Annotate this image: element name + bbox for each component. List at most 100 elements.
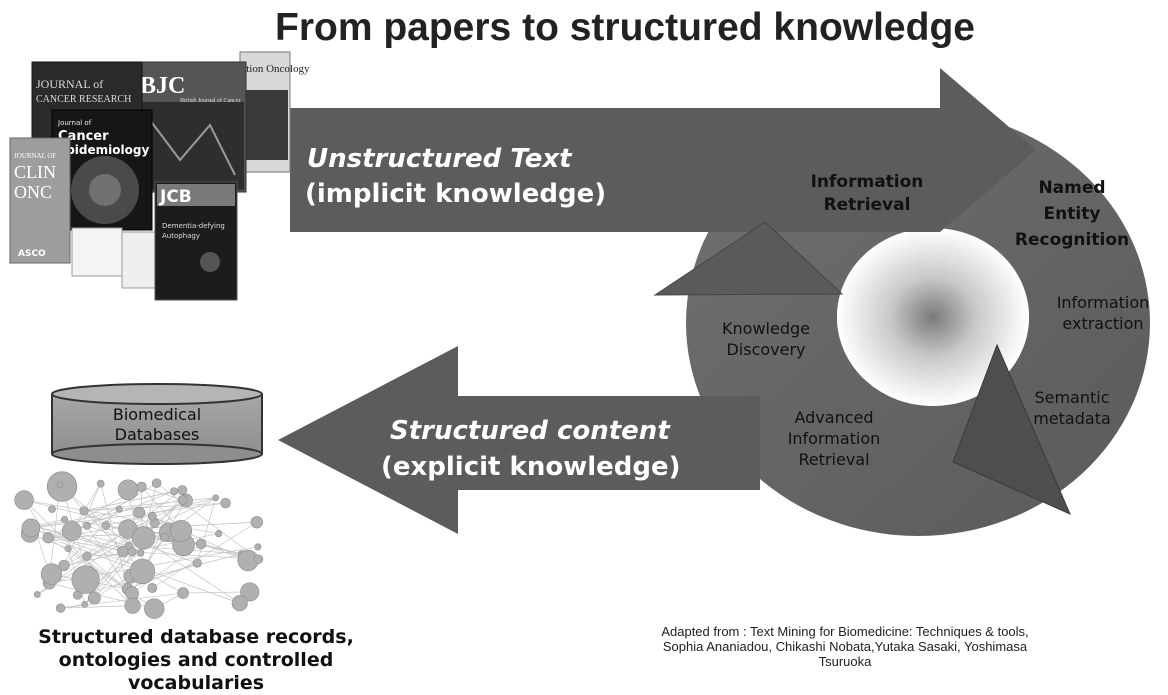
network-node bbox=[129, 558, 156, 585]
cycle-label-line: Information bbox=[1057, 293, 1150, 312]
citation-line: Adapted from : Text Mining for Biomedici… bbox=[661, 624, 1029, 639]
network-node bbox=[61, 521, 82, 542]
network-edge bbox=[60, 605, 133, 609]
cycle-label-line: Semantic bbox=[1034, 388, 1109, 407]
cycle-label-line: extraction bbox=[1062, 314, 1143, 333]
clin-onc-cover: JOURNAL OF CLIN ONC ASCO bbox=[9, 137, 71, 264]
cycle-hub bbox=[837, 228, 1029, 406]
cover-title-line: JOURNAL OF bbox=[14, 152, 56, 160]
asco-logo: ASCO bbox=[18, 249, 46, 259]
network-node bbox=[131, 526, 156, 550]
bjc-logo: BJC bbox=[140, 73, 185, 99]
unstructured-text-label: Unstructured Text bbox=[307, 144, 573, 174]
structured-records-caption: Structured database records, ontologies … bbox=[0, 626, 392, 695]
caption-line: vocabularies bbox=[127, 672, 265, 694]
network-node bbox=[127, 547, 137, 557]
jcb-cover: JCB Dementia-defying Autophagy bbox=[154, 181, 238, 301]
network-node bbox=[71, 565, 100, 594]
network-edge bbox=[86, 525, 129, 590]
network-node bbox=[253, 554, 264, 564]
caption-line: ontologies and controlled bbox=[58, 649, 334, 671]
cycle-step-named-entity-recognition: Named Entity Recognition bbox=[1015, 178, 1129, 250]
network-node bbox=[177, 495, 188, 505]
implicit-knowledge-label: (implicit knowledge) bbox=[305, 179, 606, 209]
network-node bbox=[147, 511, 157, 521]
network-edge bbox=[30, 499, 183, 529]
network-node bbox=[42, 532, 54, 544]
network-edge bbox=[33, 525, 123, 552]
network-node bbox=[240, 582, 260, 602]
network-node bbox=[192, 558, 202, 568]
network-edge bbox=[48, 537, 143, 572]
network-node bbox=[170, 487, 178, 496]
network-node bbox=[159, 532, 169, 542]
network-node bbox=[254, 543, 262, 551]
network-node bbox=[220, 498, 231, 509]
network-edge bbox=[83, 490, 175, 512]
cover-title-line: JOURNAL of bbox=[36, 77, 103, 91]
network-node bbox=[177, 485, 188, 495]
network-node bbox=[115, 505, 123, 513]
cycle-label-line: Discovery bbox=[726, 340, 805, 359]
network-edge bbox=[196, 497, 216, 564]
network-node bbox=[170, 519, 193, 542]
cover-title-line: Journal of bbox=[57, 119, 92, 127]
network-node bbox=[147, 583, 158, 593]
network-node bbox=[56, 481, 64, 489]
citation-line: Sophia Ananiadou, Chikashi Nobata,Yutaka… bbox=[662, 639, 1028, 654]
cover-title-line: Autophagy bbox=[162, 232, 200, 240]
cycle-label-line: metadata bbox=[1033, 409, 1111, 428]
database-label-line: Biomedical bbox=[112, 405, 202, 424]
network-node bbox=[151, 478, 162, 488]
cycle-step-information-retrieval: Information Retrieval bbox=[811, 172, 924, 215]
network-edge bbox=[64, 519, 128, 530]
unstructured-text-arrow bbox=[290, 68, 1036, 232]
network-node bbox=[117, 479, 139, 501]
explicit-knowledge-label: (explicit knowledge) bbox=[381, 452, 681, 482]
jcb-logo: JCB bbox=[159, 187, 192, 207]
cycle-label-line: Information bbox=[811, 172, 924, 192]
network-node bbox=[33, 591, 41, 598]
page-title: From papers to structured knowledge bbox=[275, 6, 975, 49]
structured-content-arrow bbox=[278, 346, 760, 534]
network-node bbox=[231, 595, 248, 612]
ontology-network-graph bbox=[14, 471, 264, 619]
database-label-line: Databases bbox=[114, 425, 200, 444]
network-edge bbox=[132, 551, 259, 560]
bjc-subtitle: British Journal of Cancer bbox=[180, 97, 241, 104]
network-node bbox=[101, 521, 111, 530]
network-node bbox=[133, 506, 146, 519]
bjc-cover: BJC British Journal of Cancer bbox=[135, 61, 247, 193]
network-node bbox=[136, 549, 145, 557]
network-edge bbox=[152, 521, 257, 589]
cover-title-line: ONC bbox=[14, 182, 52, 202]
citation-line: Tsuruoka bbox=[818, 654, 872, 669]
network-edge bbox=[183, 591, 250, 594]
cycle-label-line: Information bbox=[788, 429, 881, 448]
cover-title-line: CLIN bbox=[14, 162, 56, 182]
cycle-step-information-extraction: Information extraction bbox=[1057, 293, 1150, 333]
network-node bbox=[79, 506, 89, 516]
network-node bbox=[212, 494, 219, 502]
cover-title-line: Dementia-defying bbox=[162, 222, 225, 230]
network-edge bbox=[23, 499, 133, 606]
caption-line: Structured database records, bbox=[38, 626, 354, 648]
network-edge bbox=[63, 508, 120, 566]
network-node bbox=[40, 563, 63, 585]
network-edge bbox=[71, 530, 184, 594]
network-node bbox=[81, 601, 89, 608]
network-node bbox=[177, 587, 189, 599]
network-edge bbox=[156, 482, 259, 560]
network-node bbox=[58, 559, 70, 572]
network-node bbox=[21, 518, 41, 538]
network-node bbox=[83, 521, 91, 530]
cycle-label-line: Advanced bbox=[794, 408, 873, 427]
semantic-metadata-arrowhead bbox=[952, 343, 1071, 515]
cycle-step-semantic-metadata: Semantic metadata bbox=[1033, 388, 1111, 428]
cover-title-line: Epidemiology bbox=[58, 143, 149, 157]
biomedical-databases-cylinder bbox=[51, 383, 263, 465]
network-edge bbox=[127, 562, 198, 590]
network-node bbox=[96, 479, 105, 488]
cycle-step-advanced-information-retrieval: Advanced Information Retrieval bbox=[788, 408, 881, 469]
